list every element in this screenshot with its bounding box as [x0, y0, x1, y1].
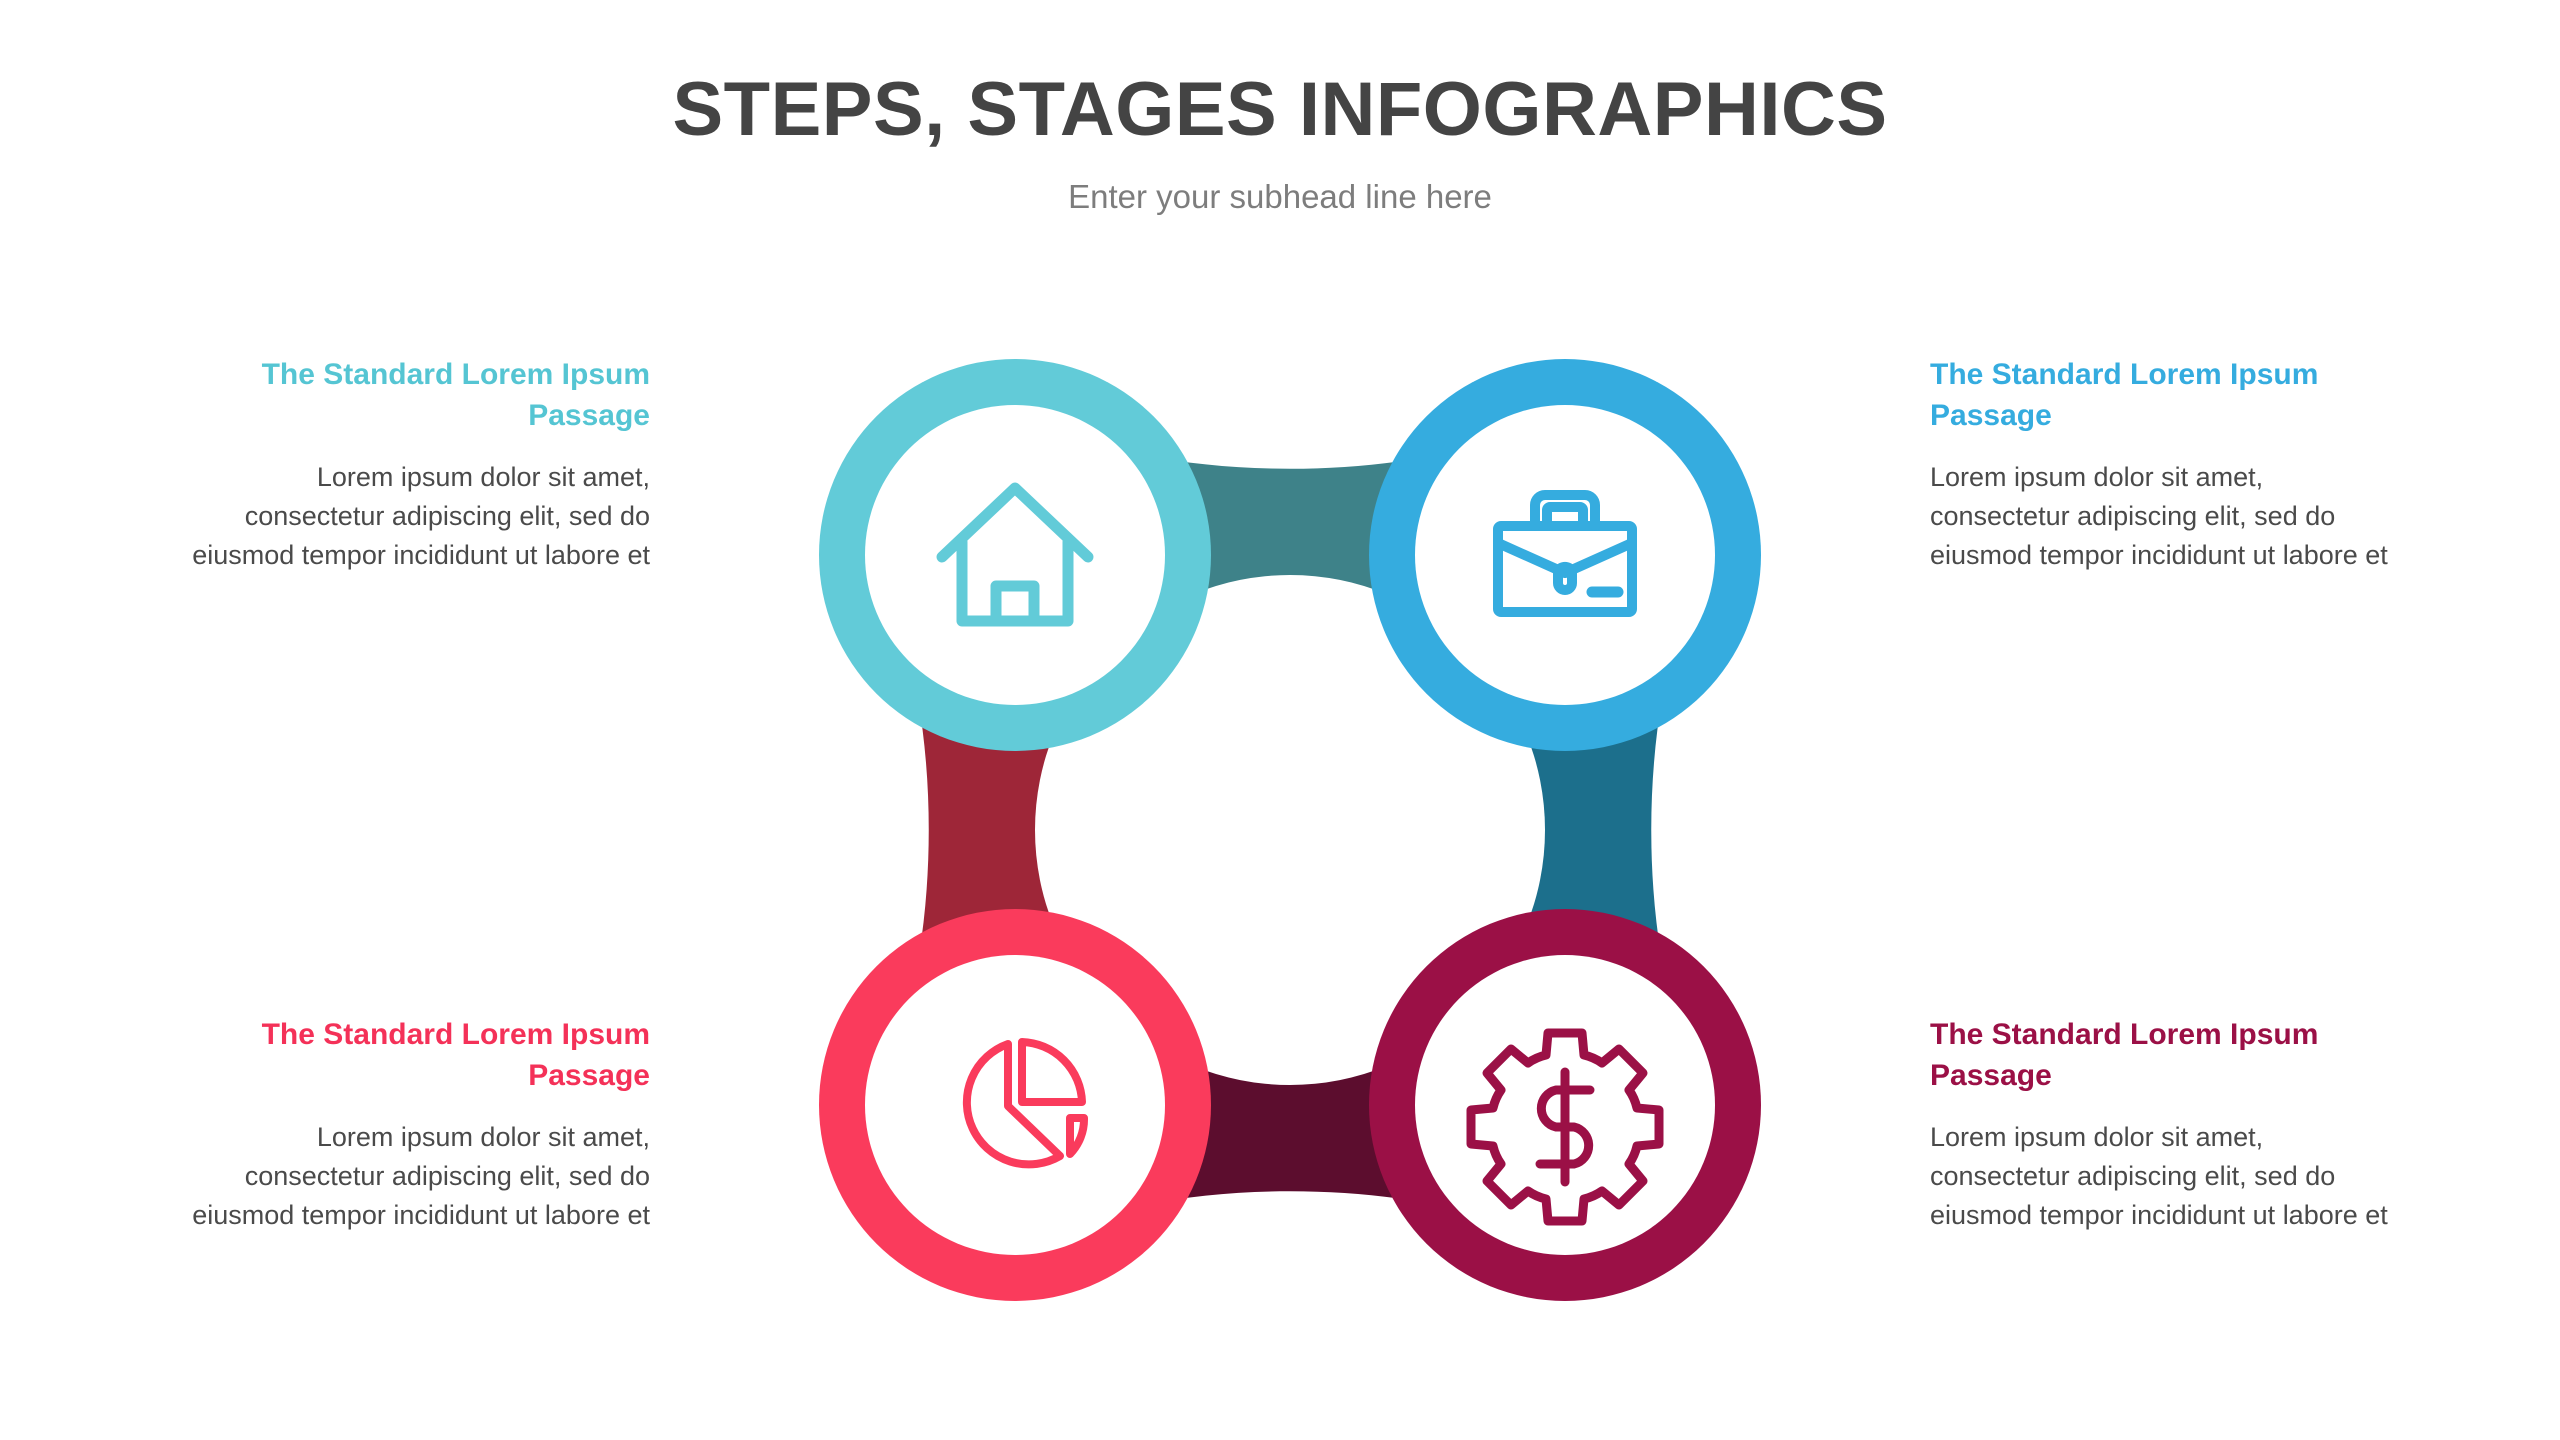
- segment-body-top-left: Lorem ipsum dolor sit amet, consectetur …: [192, 462, 650, 571]
- segment-heading-bottom-right: The Standard Lorem Ipsum Passage: [1930, 1018, 2319, 1092]
- inner-disc-top-right: [1415, 405, 1715, 705]
- segment-heading-top-right: The Standard Lorem Ipsum Passage: [1930, 358, 2319, 432]
- segment-circle-top-right[interactable]: [1369, 359, 1761, 751]
- gear-dollar-icon: [1466, 1028, 1664, 1226]
- segment-circle-bottom-right[interactable]: [1369, 909, 1761, 1301]
- segment-text-top-right: The Standard Lorem Ipsum Passage Lorem i…: [1930, 355, 2400, 575]
- home-icon: [936, 482, 1094, 627]
- page-header: STEPS, STAGES INFOGRAPHICS Enter your su…: [0, 0, 2560, 216]
- center-mask: [1035, 575, 1545, 1085]
- inner-disc-top-left: [865, 405, 1165, 705]
- segment-circle-bottom-left[interactable]: [819, 909, 1211, 1301]
- segment-body-bottom-right: Lorem ipsum dolor sit amet, consectetur …: [1930, 1122, 2388, 1231]
- segment-text-bottom-right: The Standard Lorem Ipsum Passage Lorem i…: [1930, 1015, 2400, 1235]
- segment-text-top-left: The Standard Lorem Ipsum Passage Lorem i…: [180, 355, 650, 575]
- steps-stages-diagram: [730, 270, 1850, 1390]
- inner-disc-bottom-left: [865, 955, 1165, 1255]
- segment-text-bottom-left: The Standard Lorem Ipsum Passage Lorem i…: [180, 1015, 650, 1235]
- pie-chart-icon: [962, 1038, 1088, 1169]
- segment-body-bottom-left: Lorem ipsum dolor sit amet, consectetur …: [192, 1122, 650, 1231]
- page-subtitle: Enter your subhead line here: [1068, 178, 1492, 215]
- briefcase-icon: [1493, 490, 1637, 617]
- segment-heading-bottom-left: The Standard Lorem Ipsum Passage: [261, 1018, 650, 1092]
- page-title: STEPS, STAGES INFOGRAPHICS: [672, 67, 1888, 152]
- segment-body-top-right: Lorem ipsum dolor sit amet, consectetur …: [1930, 462, 2388, 571]
- segment-heading-top-left: The Standard Lorem Ipsum Passage: [261, 358, 650, 432]
- segment-circle-top-left[interactable]: [819, 359, 1211, 751]
